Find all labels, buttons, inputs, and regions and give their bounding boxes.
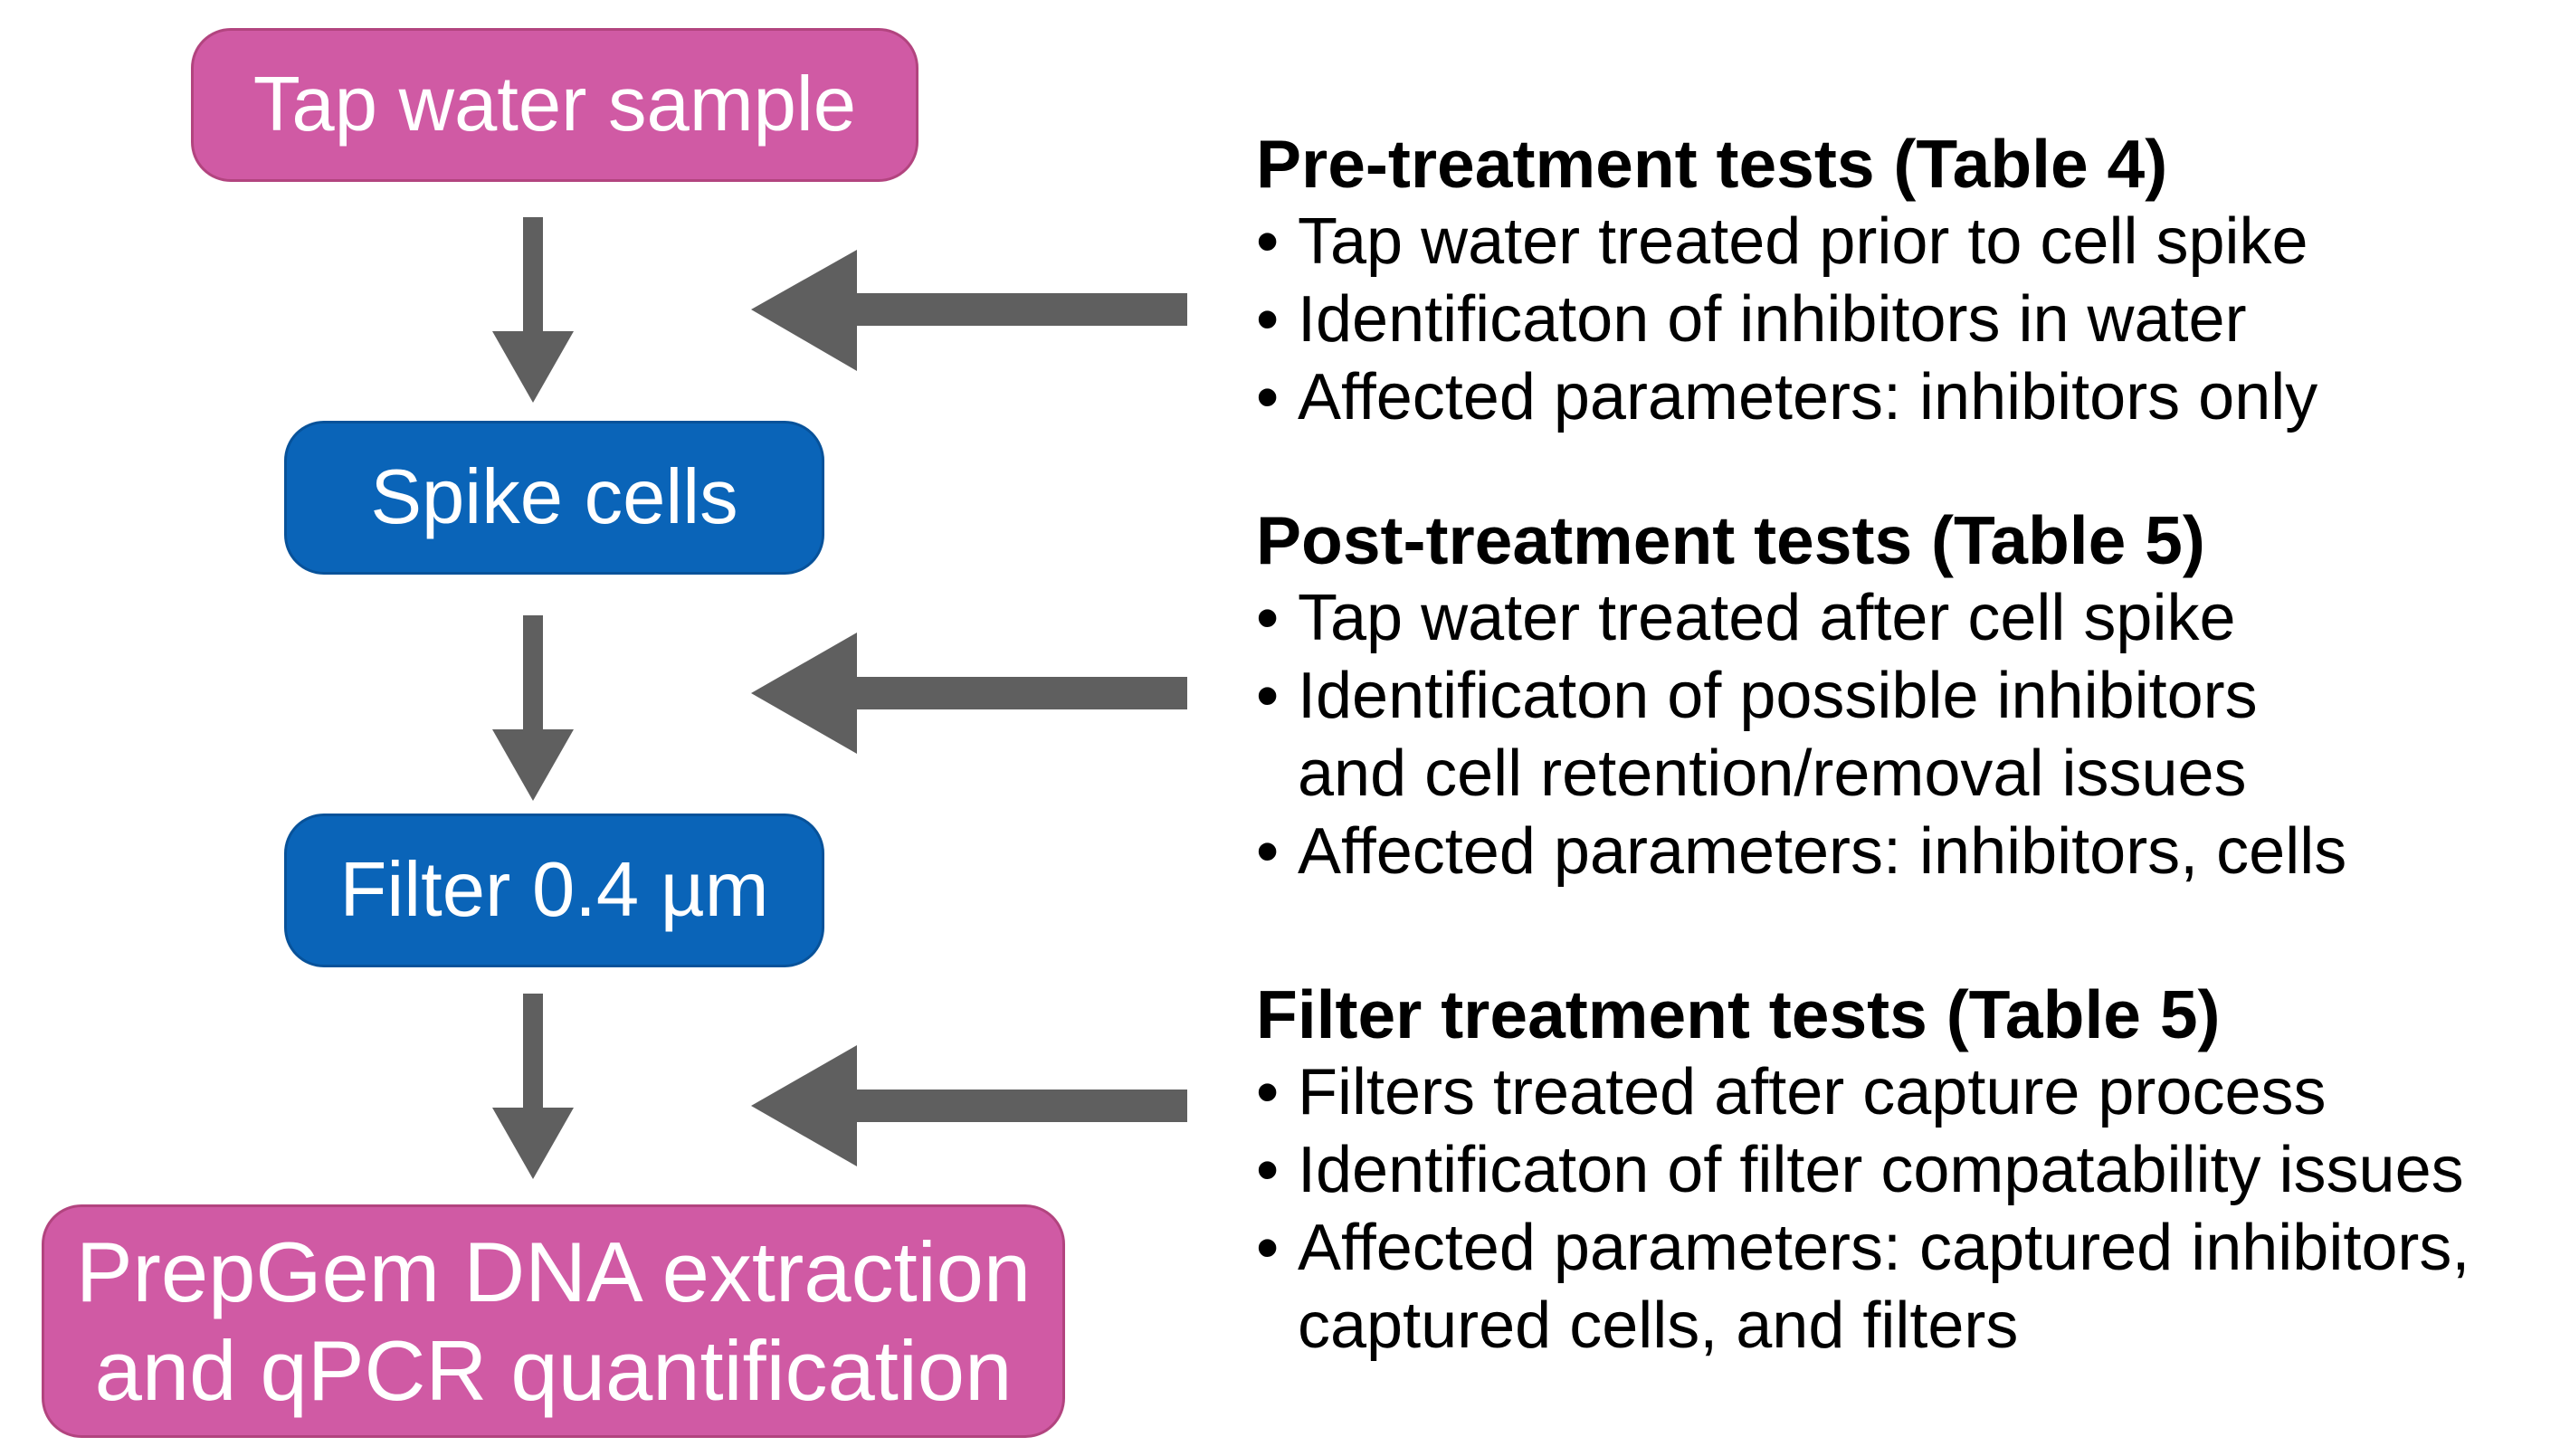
down-arrow-tap-to-spike [492,217,574,403]
group-bullet: Filters treated after capture process [1256,1053,2470,1131]
flow-step-filter: Filter 0.4 µm [284,814,824,967]
group-heading: Post-treatment tests (Table 5) [1256,502,2205,578]
post-treatment-tests-group: Post-treatment tests (Table 5) Tap water… [1256,501,2346,890]
group-bullet: Identificaton of inhibitors in water [1256,281,2317,358]
group-bullet: Identificaton of possible inhibitors [1256,657,2346,735]
down-arrow-filter-to-prep [492,994,574,1179]
group-bullet: Affected parameters: inhibitors only [1256,358,2317,436]
group-bullet: Affected parameters: inhibitors, cells [1256,813,2346,890]
left-arrow-pre-treatment [751,250,1187,371]
group-heading: Pre-treatment tests (Table 4) [1256,126,2168,202]
group-heading: Filter treatment tests (Table 5) [1256,976,2221,1052]
down-arrow-spike-to-filter [492,615,574,801]
group-bullet: Tap water treated after cell spike [1256,579,2346,657]
flow-step-tap-water-sample: Tap water sample [191,28,918,182]
group-bullet-continuation: captured cells, and filters [1298,1289,2019,1362]
group-bullet-continuation: and cell retention/removal issues [1298,738,2247,810]
group-bullet: Tap water treated prior to cell spike [1256,203,2317,281]
group-bullet: Affected parameters: captured inhibitors… [1256,1209,2470,1287]
pre-treatment-tests-group: Pre-treatment tests (Table 4) Tap water … [1256,125,2317,436]
flow-step-spike-cells: Spike cells [284,421,824,575]
group-bullet: Identificaton of filter compatability is… [1256,1131,2470,1209]
flow-step-dna-extraction-qpcr: PrepGem DNA extraction and qPCR quantifi… [42,1204,1065,1438]
left-arrow-post-treatment [751,633,1187,754]
left-arrow-filter-treatment [751,1045,1187,1166]
filter-treatment-tests-group: Filter treatment tests (Table 5) Filters… [1256,975,2470,1365]
